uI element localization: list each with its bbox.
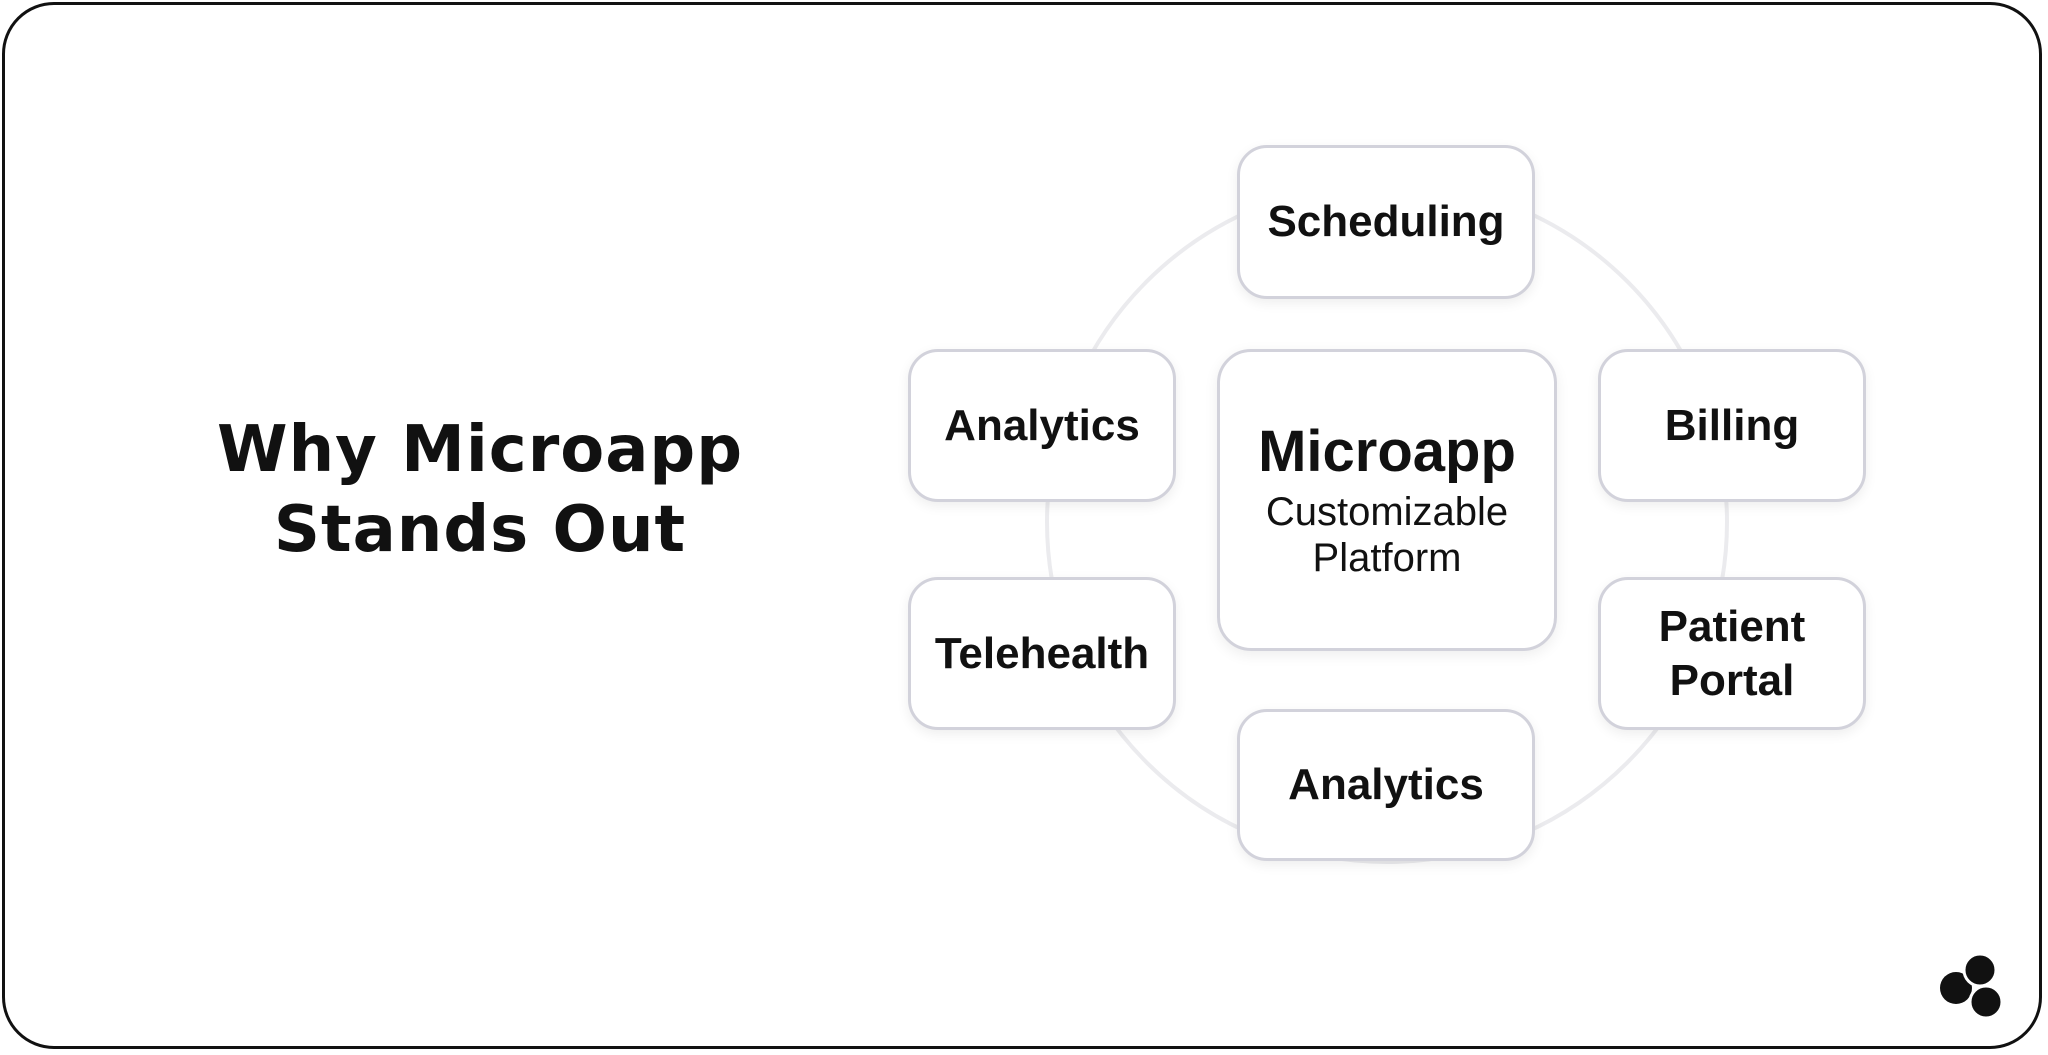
three-circles-logo-icon: [1940, 952, 2004, 1020]
module-analytics-upper: Analytics: [908, 349, 1176, 502]
module-billing-label: Billing: [1664, 400, 1800, 450]
module-telehealth: Telehealth: [908, 577, 1176, 730]
module-analytics-bottom-label: Analytics: [1288, 760, 1484, 809]
module-telehealth-label: Telehealth: [934, 628, 1150, 678]
module-scheduling-label: Scheduling: [1267, 197, 1505, 246]
module-analytics-upper-label: Analytics: [944, 400, 1140, 450]
module-patient-portal-label: Patient Portal: [1658, 601, 1806, 705]
hub-microapp: Microapp Customizable Platform: [1217, 349, 1557, 651]
module-patient-portal: Patient Portal: [1598, 577, 1866, 730]
page-title: Why Microapp Stands Out: [155, 410, 805, 570]
module-analytics-bottom: Analytics: [1237, 709, 1535, 861]
title-line-2: Stands Out: [273, 493, 687, 567]
title-line-1: Why Microapp: [216, 413, 744, 487]
module-scheduling: Scheduling: [1237, 145, 1535, 299]
module-billing: Billing: [1598, 349, 1866, 502]
hub-subtitle: Customizable Platform: [1265, 490, 1509, 580]
hub-title: Microapp: [1258, 419, 1516, 484]
